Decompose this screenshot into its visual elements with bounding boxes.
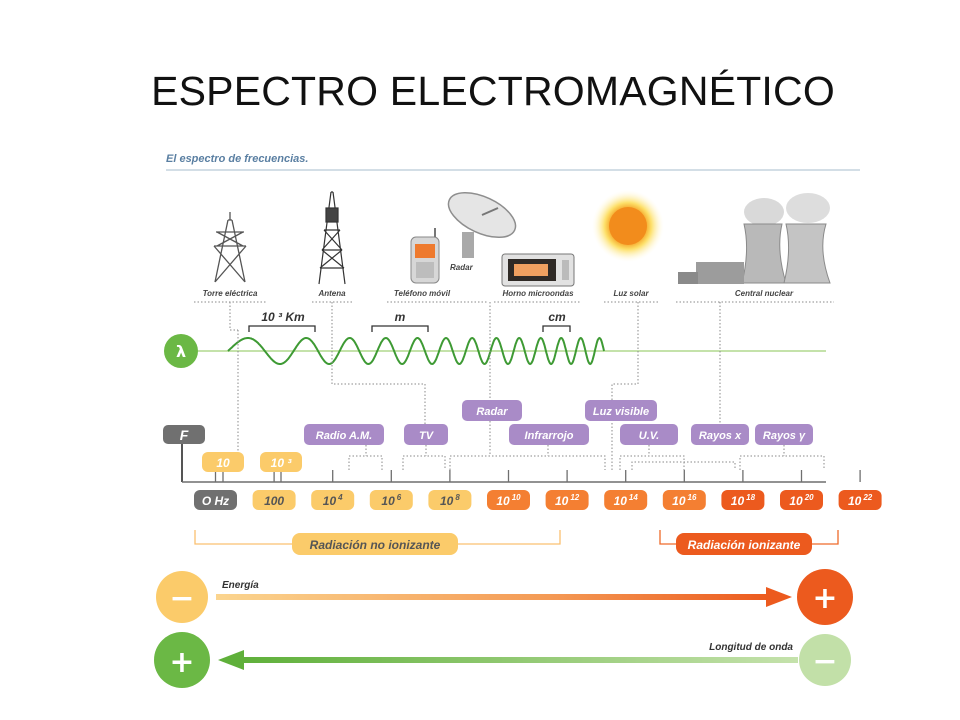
wavelength-label: Longitud de onda [709, 642, 793, 653]
band-radar [462, 400, 522, 421]
band-uv-label: U.V. [639, 430, 659, 442]
ionizing-pill [676, 533, 812, 555]
band-radar-label: Radar [476, 406, 508, 418]
wavelength-arrow-shaft [242, 657, 798, 663]
luz-solar-label: Luz solar [613, 289, 649, 298]
band-rayos-gamma-label: Rayos γ [763, 430, 806, 442]
freq-pill [780, 490, 823, 510]
em-wave [227, 336, 605, 366]
central-nuclear-label: Central nuclear [735, 289, 794, 298]
wavelength-arrow-head [218, 650, 244, 670]
band-radio-am [304, 424, 384, 445]
freq-pill-label: O Hz [202, 494, 229, 508]
band-tv [404, 424, 448, 445]
energy-arrow-head [766, 587, 792, 607]
ionizing-label: Radiación ionizante [688, 538, 801, 552]
microwave-oven-icon [501, 253, 575, 287]
sun-icon [592, 190, 664, 262]
band-tv-label: TV [419, 430, 435, 442]
scale-m-label: m [395, 310, 406, 324]
wavelength-plus-sign: + [169, 645, 194, 680]
frequency-symbol: F [180, 427, 189, 443]
wave-scale-brackets [248, 325, 571, 332]
telefono-movil-label: Teléfono móvil [394, 289, 451, 298]
scale-km-label: 10 ³ Km [261, 310, 305, 324]
band-rayos-gamma [755, 424, 813, 445]
figure-subtitle: El espectro de frecuencias. [166, 153, 308, 165]
freq-upper-1000 [260, 452, 302, 472]
freq-upper-10-label: 10 [216, 456, 230, 470]
radar-icon-caption: Radar [450, 263, 474, 272]
lambda-badge [164, 334, 198, 368]
radar-dish-icon: Radar [447, 191, 517, 272]
band-radio-am-label: Radio A.M. [316, 430, 372, 442]
band-infrarrojo-label: Infrarrojo [525, 430, 574, 442]
band-rayos-x [691, 424, 749, 445]
frequency-badge [163, 425, 205, 444]
freq-pill [252, 490, 296, 510]
frequency-ticks [214, 470, 861, 482]
power-tower-icon [213, 212, 247, 283]
band-infrarrojo [509, 424, 589, 445]
energy-minus-sign: − [169, 581, 194, 616]
energy-plus-badge [797, 569, 853, 625]
freq-pill [487, 490, 530, 510]
slide-title: ESPECTRO ELECTROMAGNÉTICO [151, 68, 835, 114]
freq-pill [604, 490, 648, 510]
energy-arrow-shaft [216, 594, 770, 600]
freq-pill [369, 490, 413, 510]
energy-label: Energía [222, 580, 259, 591]
non-ionizing-label: Radiación no ionizante [310, 538, 441, 552]
antenna-tower-icon [318, 191, 346, 285]
freq-pill [662, 490, 706, 510]
freq-pill [311, 490, 355, 510]
band-luz-visible-label: Luz visible [593, 406, 649, 418]
wavelength-minus-sign: − [812, 644, 837, 679]
mobile-phone-icon [410, 228, 440, 284]
wavelength-minus-badge [799, 634, 851, 686]
energy-plus-sign: + [812, 581, 837, 616]
wavelength-plus-badge [154, 632, 210, 688]
lambda-symbol: λ [176, 342, 186, 361]
freq-pill [838, 490, 882, 510]
horno-microondas-label: Horno microondas [502, 289, 574, 298]
band-range-brackets [348, 421, 825, 470]
antena-label: Antena [317, 289, 346, 298]
band-luz-visible [585, 400, 657, 421]
freq-upper-1000-label: 10 ³ [271, 456, 293, 470]
freq-upper-10 [202, 452, 244, 472]
band-uv [620, 424, 678, 445]
freq-pill [721, 490, 765, 510]
connector-lines [229, 302, 721, 470]
freq-pill [428, 490, 472, 510]
scale-cm-label: cm [548, 310, 566, 324]
torre-electrica-label: Torre eléctrica [203, 289, 258, 298]
freq-pill-label: 100 [264, 494, 284, 508]
non-ionizing-pill [292, 533, 458, 555]
nuclear-plant-icon [678, 193, 831, 284]
band-rayos-x-label: Rayos x [699, 430, 742, 442]
energy-minus-badge [156, 571, 208, 623]
freq-pill [194, 490, 237, 510]
freq-pill [545, 490, 589, 510]
